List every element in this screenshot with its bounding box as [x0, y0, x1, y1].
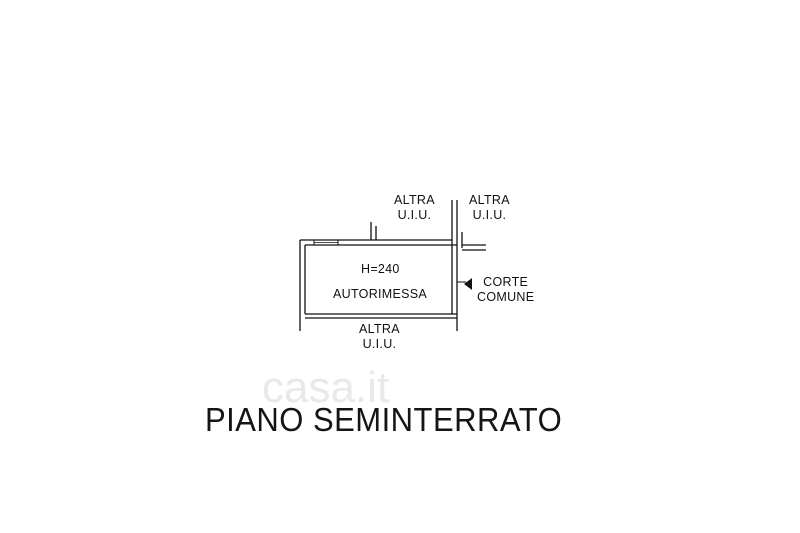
entrance-arrow [464, 278, 472, 290]
label-altra-uiu-bottom: ALTRA U.I.U. [359, 322, 400, 351]
label-altra-uiu-top-right: ALTRA U.I.U. [469, 193, 510, 222]
floor-title: PIANO SEMINTERRATO [205, 401, 563, 438]
watermark: casa.it [262, 363, 390, 412]
label-corte-comune: CORTE COMUNE [477, 275, 535, 304]
label-room-autorimessa: AUTORIMESSA [333, 287, 428, 301]
label-height: H=240 [361, 262, 400, 276]
label-altra-uiu-top-left: ALTRA U.I.U. [394, 193, 435, 222]
